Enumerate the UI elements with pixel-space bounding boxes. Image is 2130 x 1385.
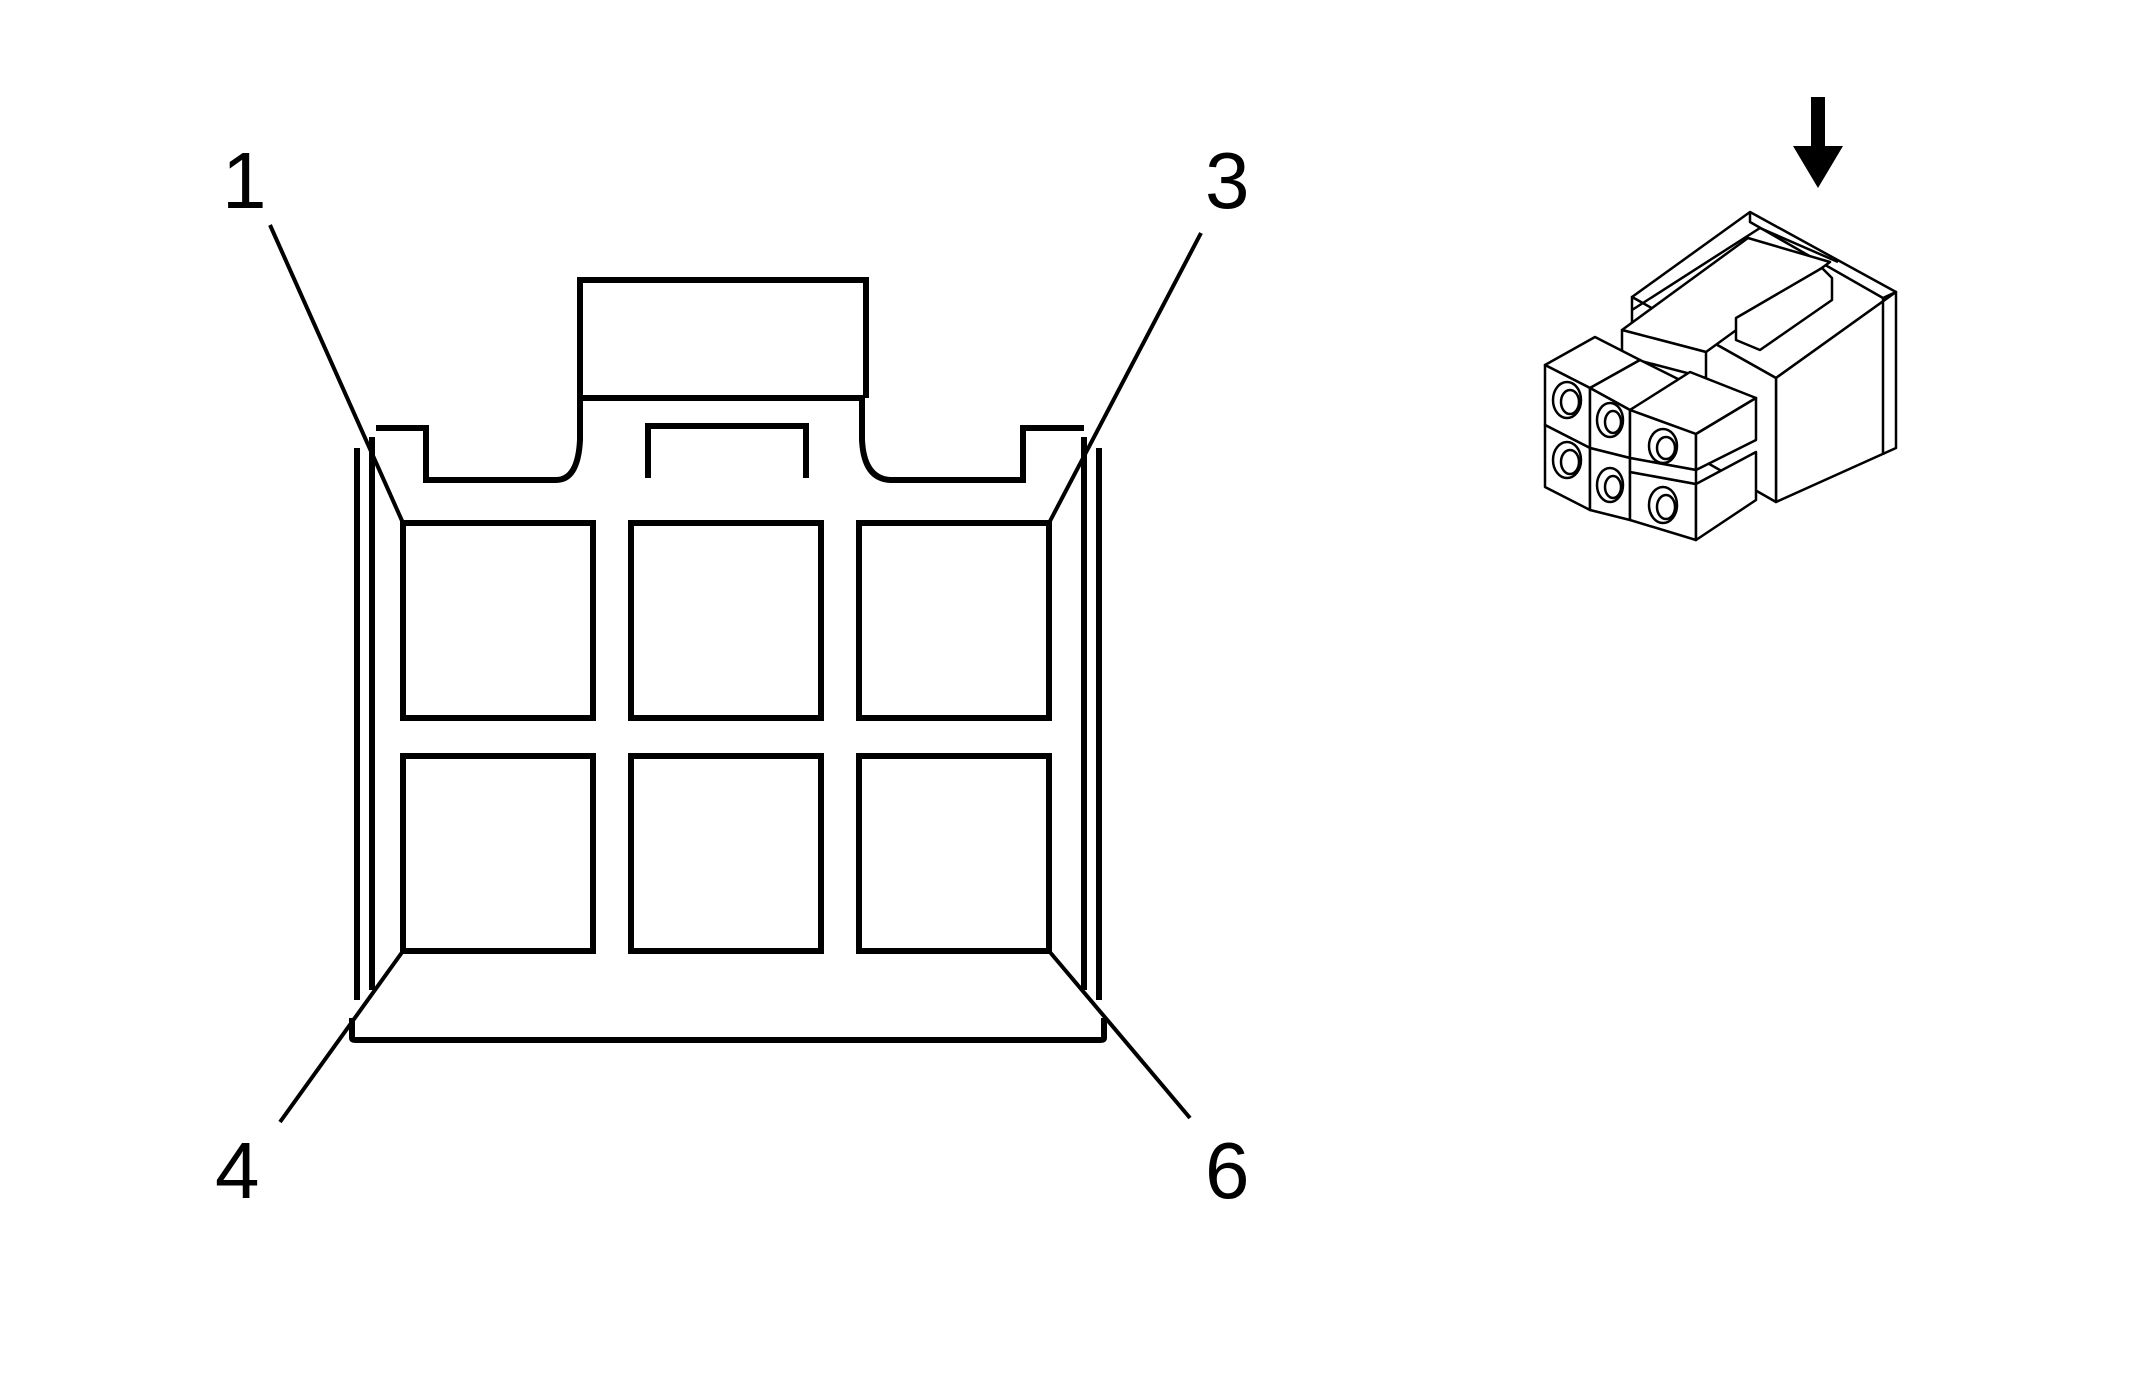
pin-cavity-1: [400, 520, 596, 721]
latch-small-window: [645, 423, 809, 478]
pin-cavity-2: [628, 520, 824, 721]
pin-cavity-5: [628, 753, 824, 954]
housing-top-profile: [376, 395, 1084, 483]
latch-block: [577, 277, 869, 398]
connector-face-view: [268, 224, 1203, 1124]
leader-line-pin-6: [1047, 949, 1192, 1120]
pin-cavity-3: [856, 520, 1052, 721]
down-arrow-icon: [1793, 97, 1843, 188]
pin-label-3: 3: [1205, 136, 1250, 225]
pin-cavity-6: [856, 753, 1052, 954]
latch-tab: [1734, 266, 1834, 352]
leader-line-pin-1: [268, 224, 405, 524]
pin-label-1: 1: [222, 136, 267, 225]
pin-cavity-4: [400, 753, 596, 954]
leader-line-pin-3: [1047, 232, 1203, 524]
connector-3d-icon: [1543, 210, 1898, 542]
pin-label-6: 6: [1205, 1126, 1250, 1215]
pin-label-4: 4: [215, 1126, 260, 1215]
leader-line-pin-4: [278, 949, 405, 1124]
housing-bottom: [349, 1018, 1107, 1043]
